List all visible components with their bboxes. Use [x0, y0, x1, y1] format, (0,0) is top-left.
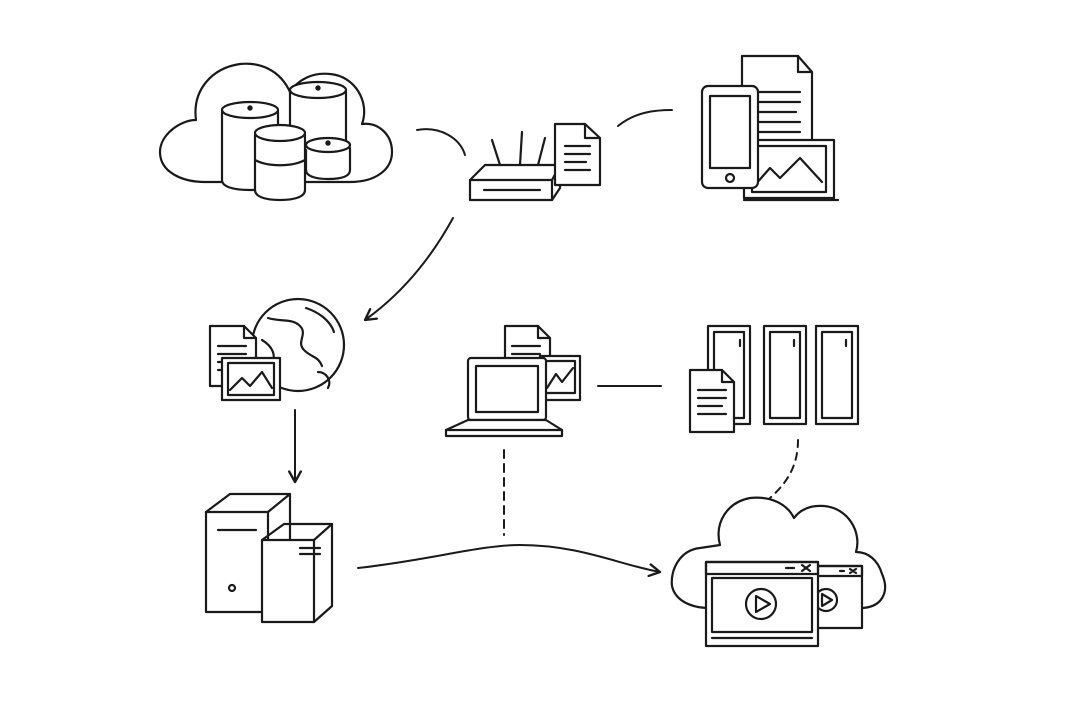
globe-documents-icon — [208, 297, 346, 402]
router-icon — [468, 122, 602, 202]
server-rack-icon — [688, 324, 860, 434]
cloud-video-icon — [670, 496, 887, 648]
desktop-tower-icon — [204, 492, 334, 624]
laptop-icon — [444, 324, 582, 438]
cloud-database-icon — [158, 62, 394, 202]
connection-cloud-router — [416, 128, 466, 156]
mobile-media-icon — [700, 54, 840, 202]
arrow-router-web — [363, 217, 454, 322]
arrow-desktop-cloud — [357, 544, 662, 578]
connections — [288, 109, 799, 578]
dashed-servers-cloud — [769, 439, 799, 499]
connection-router-mobile — [617, 109, 673, 127]
